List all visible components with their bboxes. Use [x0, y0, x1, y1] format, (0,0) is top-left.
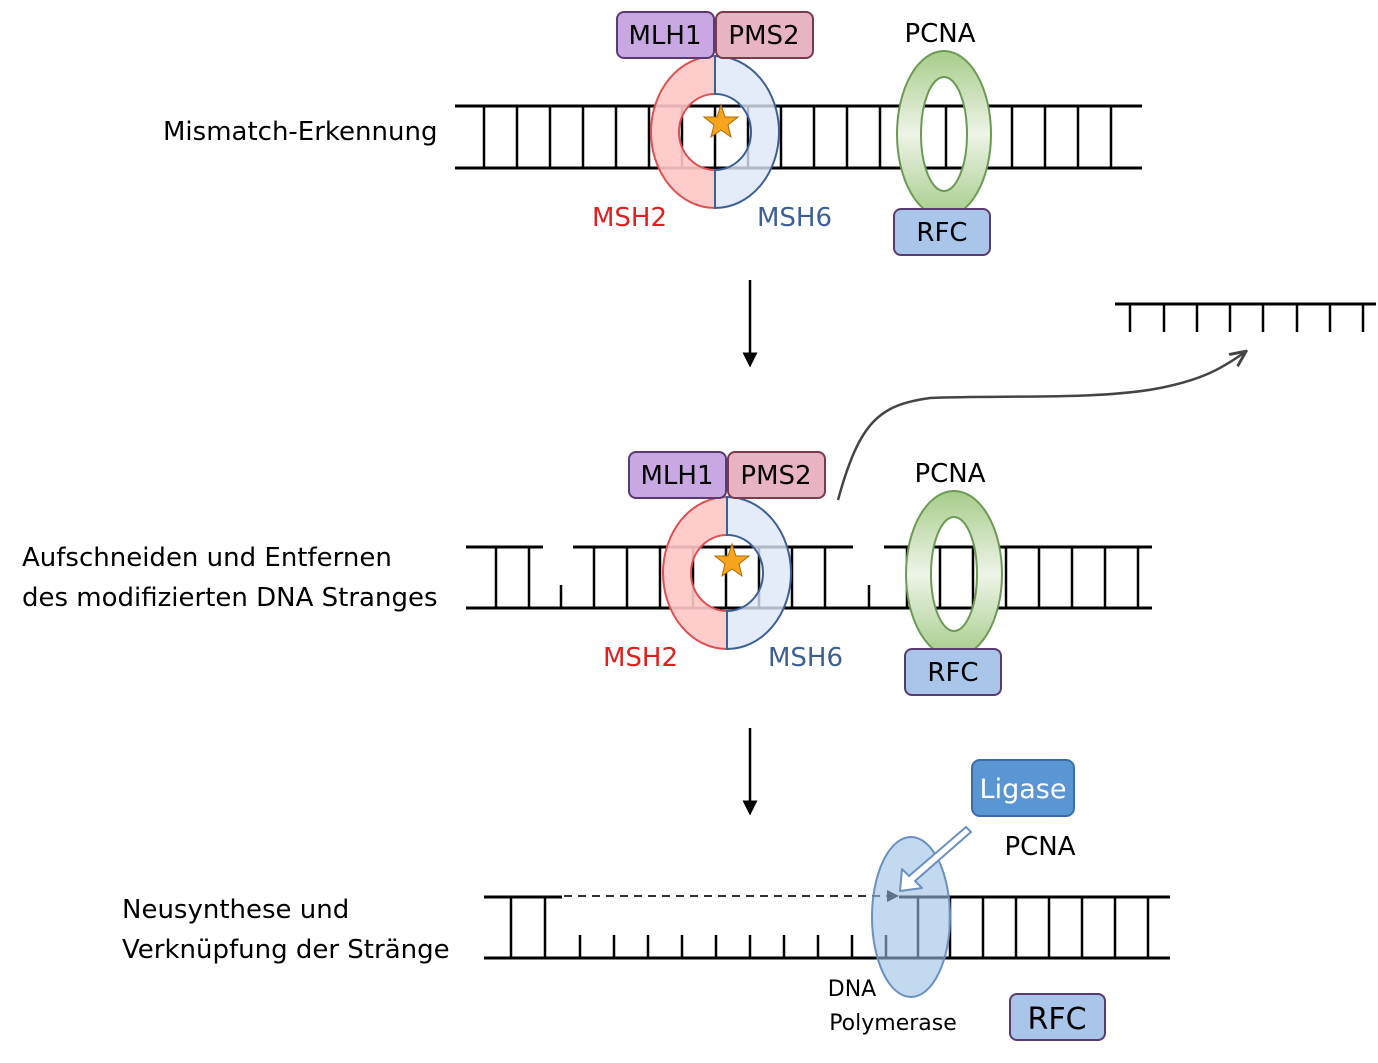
mismatch-star-icon	[713, 542, 751, 578]
pms2-box	[727, 451, 826, 499]
dna-double-strand-1	[455, 104, 1142, 170]
step-1-mismatch-recognition: Mismatch-Erkennung MLH1 PM	[163, 11, 1142, 256]
rfc-box	[893, 208, 991, 256]
excision-arrow	[836, 352, 1245, 501]
ligase-arrow-icon	[899, 826, 972, 892]
pcna-ring	[904, 490, 1004, 658]
msh6-label: MSH6	[768, 643, 843, 673]
msh2-protein	[662, 495, 728, 651]
mlh1-box	[628, 451, 727, 499]
pms2-label: PMS2	[728, 21, 799, 51]
ligase-label: Ligase	[980, 774, 1067, 805]
pcna-ring	[895, 50, 993, 218]
msh2-protein	[650, 54, 716, 210]
msh6-protein	[726, 495, 792, 651]
msh2-label: MSH2	[592, 203, 667, 233]
base-pairs	[482, 106, 1113, 168]
rfc-box	[1009, 993, 1106, 1041]
msh6-protein	[714, 54, 780, 210]
pms2-label: PMS2	[740, 461, 811, 491]
msh6-label: MSH6	[757, 203, 832, 233]
pms2-box	[715, 11, 814, 59]
rfc-label: RFC	[1027, 1002, 1086, 1037]
rfc-label: RFC	[927, 658, 978, 688]
pcna-label: PCNA	[904, 19, 975, 49]
rfc-box	[904, 648, 1002, 696]
dna-polymerase-label-line-1: DNA	[828, 977, 876, 1002]
mismatch-star-icon	[702, 103, 740, 139]
rfc-label: RFC	[916, 218, 967, 248]
pcna-label: PCNA	[914, 459, 985, 489]
dna-double-strand-2	[466, 545, 1152, 610]
mlh1-box	[616, 11, 715, 59]
step-2-excision: Aufschneiden und Entfernen des modifizie…	[22, 451, 1152, 696]
step-1-label: Mismatch-Erkennung	[163, 117, 437, 147]
step-2-label-line-2: des modifizierten DNA Stranges	[22, 583, 438, 613]
step-2-label-line-1: Aufschneiden und Entfernen	[22, 543, 392, 573]
excised-strand-fragment	[1115, 302, 1376, 332]
mlh1-label: MLH1	[628, 21, 701, 51]
step-3-label-line-1: Neusynthese und	[122, 895, 349, 925]
dna-polymerase-label-line-2: Polymerase	[829, 1011, 957, 1036]
msh2-label: MSH2	[603, 643, 678, 673]
dna-double-strand-3	[484, 895, 1170, 960]
pcna-label: PCNA	[1004, 832, 1075, 862]
dna-polymerase	[871, 836, 951, 998]
mlh1-label: MLH1	[640, 461, 713, 491]
step-3-resynthesis: Neusynthese und Verknüpfung der Stränge	[122, 759, 1170, 1041]
step-3-label-line-2: Verknüpfung der Stränge	[122, 935, 450, 965]
ligase-box	[971, 759, 1075, 817]
